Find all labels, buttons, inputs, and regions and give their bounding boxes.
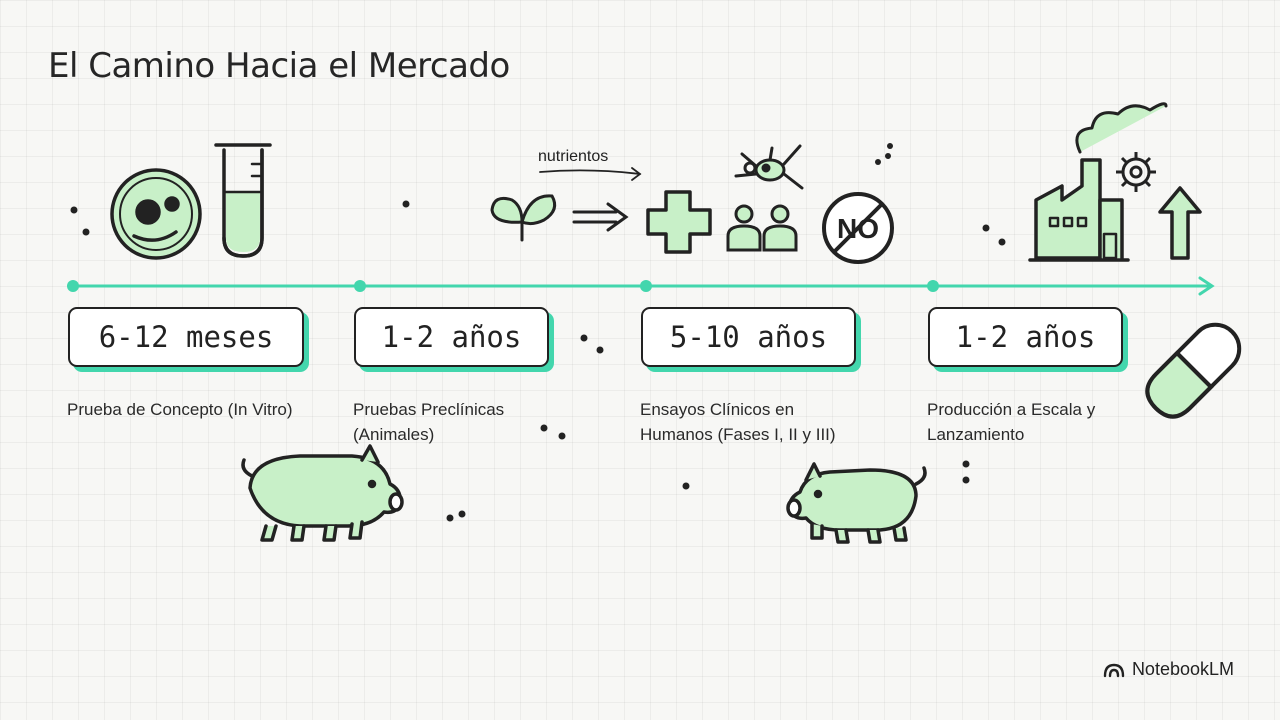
pig-icon <box>786 462 927 544</box>
factory-icon <box>1028 102 1168 262</box>
pill-icon <box>1145 322 1242 419</box>
annotation-label: nutrientos <box>538 148 609 165</box>
phase-duration-box: 5-10 años <box>641 307 856 367</box>
decorative-dots <box>70 143 1006 522</box>
phase-duration-box: 1-2 años <box>354 307 549 367</box>
timeline-node <box>640 280 652 292</box>
sprout-icon <box>490 194 557 242</box>
page-title: El Camino Hacia el Mercado <box>48 46 510 86</box>
phase-label-line: (Animales) <box>353 425 435 444</box>
brand-logo: NotebookLM <box>1103 659 1234 680</box>
up-arrow-icon <box>1158 186 1202 260</box>
phase-label: Producción a Escala y Lanzamiento <box>927 397 1095 447</box>
double-arrow-icon <box>572 202 629 232</box>
phase-label: Pruebas Preclínicas (Animales) <box>353 397 504 447</box>
phase-label-line: Humanos (Fases I, II y III) <box>640 425 836 444</box>
timeline-node <box>354 280 366 292</box>
microbe-icon <box>734 144 804 190</box>
phase-label-line: Lanzamiento <box>927 425 1025 444</box>
pig-icon <box>241 444 404 542</box>
phase-label-line: Ensayos Clínicos en <box>640 400 795 419</box>
no-sign-icon <box>822 192 894 264</box>
phase-label-line: Producción a Escala y <box>927 400 1096 419</box>
brand-name: NotebookLM <box>1131 659 1234 679</box>
gear-icon <box>1116 152 1156 192</box>
phase-label-line: Pruebas Preclínicas <box>353 400 505 419</box>
notebooklm-icon <box>1103 663 1125 677</box>
test-tube-icon <box>214 143 272 258</box>
annotation-arrow-icon <box>539 167 642 181</box>
petri-dish-icon <box>110 168 202 260</box>
phase-label-line: Prueba de Concepto (In Vitro) <box>67 400 293 419</box>
phase-duration-box: 1-2 años <box>928 307 1123 367</box>
phase-duration-box: 6-12 meses <box>68 307 304 367</box>
medical-cross-icon <box>646 190 712 254</box>
phase-label: Prueba de Concepto (In Vitro) <box>67 397 293 422</box>
phase-label: Ensayos Clínicos en Humanos (Fases I, II… <box>640 397 836 447</box>
timeline-node <box>927 280 939 292</box>
no-sign-text: NO <box>837 213 879 244</box>
people-icon <box>726 204 798 252</box>
timeline-node <box>67 280 79 292</box>
